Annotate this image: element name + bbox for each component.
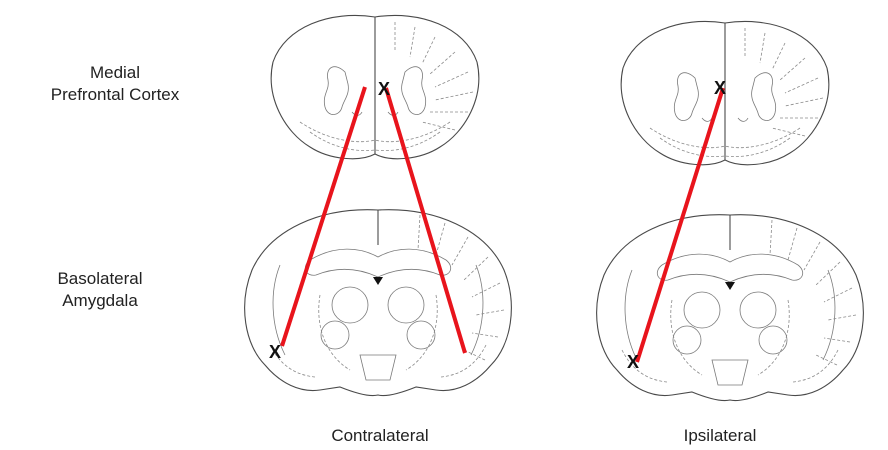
contralateral-prefrontal-section xyxy=(271,15,479,158)
x-marker-ipsi-mpfc: X xyxy=(714,78,726,98)
x-marker-ipsi-bla: X xyxy=(627,352,639,372)
ipsilateral-connection-line xyxy=(637,88,723,362)
contralateral-connection-line-left xyxy=(282,87,365,346)
x-marker-contra-bla: X xyxy=(269,342,281,362)
ipsilateral-amygdala-section xyxy=(597,215,864,401)
contralateral-connection-line-right xyxy=(386,88,465,353)
x-marker-contra-mpfc: X xyxy=(378,79,390,99)
contralateral-amygdala-section xyxy=(245,210,512,396)
